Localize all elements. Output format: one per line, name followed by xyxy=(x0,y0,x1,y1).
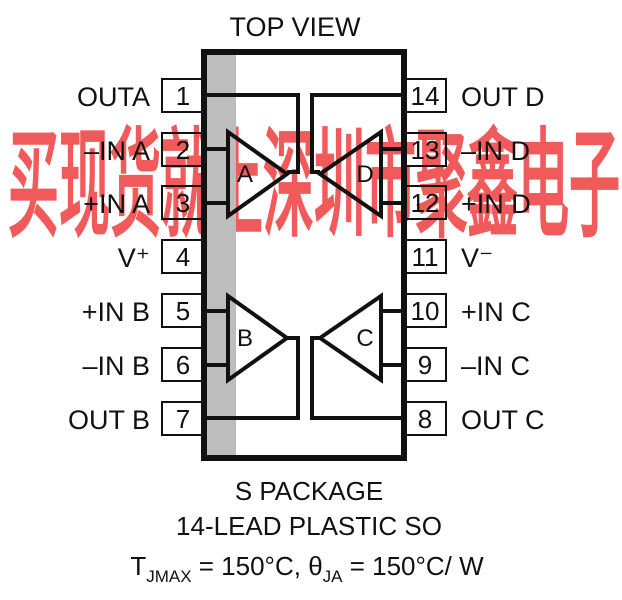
pin-label-6: –IN B xyxy=(82,351,150,381)
wire-outa xyxy=(204,93,300,174)
pin-number-6: 6 xyxy=(176,350,190,380)
pin-number-14: 14 xyxy=(411,81,440,111)
pin-box-4 xyxy=(161,239,205,274)
pin-number-13: 13 xyxy=(411,135,440,165)
pin-number-4: 4 xyxy=(176,242,190,272)
package-description: 14-LEAD PLASTIC SO xyxy=(176,511,442,541)
pin-label-5: +IN B xyxy=(82,297,150,327)
pin-number-8: 8 xyxy=(418,404,432,434)
theta-value: = 150°C/ W xyxy=(343,551,485,581)
pin-label-9: –IN C xyxy=(461,351,530,381)
tjmax-value: = 150°C, xyxy=(192,551,309,581)
pin-label-2: –IN A xyxy=(84,136,150,166)
pin-number-10: 10 xyxy=(411,296,440,326)
pin-label-10: +IN C xyxy=(461,297,531,327)
amplifier-labels: A B C D xyxy=(237,161,374,352)
pin-label-12: +IN D xyxy=(461,189,531,219)
tjmax-subscript: JMAX xyxy=(146,567,191,586)
amplifier-c-label: C xyxy=(356,325,373,352)
pin-number-2: 2 xyxy=(176,135,190,165)
pin-number-7: 7 xyxy=(176,404,190,434)
pin-label-11: V⁻ xyxy=(461,243,493,273)
wire-outb xyxy=(204,336,300,420)
wire-outc xyxy=(310,336,404,420)
amplifiers xyxy=(226,128,383,384)
package-name: S PACKAGE xyxy=(235,476,383,506)
pin-number-11: 11 xyxy=(412,242,439,272)
wire-outd xyxy=(310,93,404,174)
pin-labels: OUTA –IN A +IN A V⁺ +IN B –IN B OUT B OU… xyxy=(68,82,545,435)
amplifier-d xyxy=(316,128,383,220)
amplifier-b xyxy=(226,292,291,384)
pin-number-5: 5 xyxy=(176,296,190,326)
pin-number-9: 9 xyxy=(418,350,432,380)
tjmax-symbol: T xyxy=(130,551,146,581)
pin-label-4: V⁺ xyxy=(118,243,150,273)
amplifier-d-label: D xyxy=(356,161,373,188)
pin-label-7: OUT B xyxy=(68,405,150,435)
ground-strip xyxy=(207,55,236,455)
pin-numbers: 1 2 3 4 5 6 7 8 9 10 11 12 13 14 xyxy=(176,81,440,434)
pin-label-14: OUT D xyxy=(461,82,545,112)
pin-number-1: 1 xyxy=(176,81,190,111)
amplifier-a-label: A xyxy=(237,161,253,188)
pin-label-1: OUTA xyxy=(77,82,150,112)
internal-wiring xyxy=(204,93,404,420)
pin-label-3: +IN A xyxy=(83,189,150,219)
pin-number-3: 3 xyxy=(176,188,190,218)
theta-subscript: JA xyxy=(323,567,344,586)
amplifier-c xyxy=(316,292,383,384)
amplifier-b-label: B xyxy=(237,325,253,352)
amplifier-a xyxy=(226,128,291,220)
pin-label-13: –IN D xyxy=(461,136,530,166)
theta-symbol: θ xyxy=(308,551,322,581)
pin-box-11 xyxy=(403,239,447,274)
pin-number-12: 12 xyxy=(411,188,440,218)
diagram-title: TOP VIEW xyxy=(229,12,361,42)
pin-label-8: OUT C xyxy=(461,405,545,435)
thermal-spec: TJMAX = 150°C, θJA = 150°C/ W xyxy=(130,551,484,586)
